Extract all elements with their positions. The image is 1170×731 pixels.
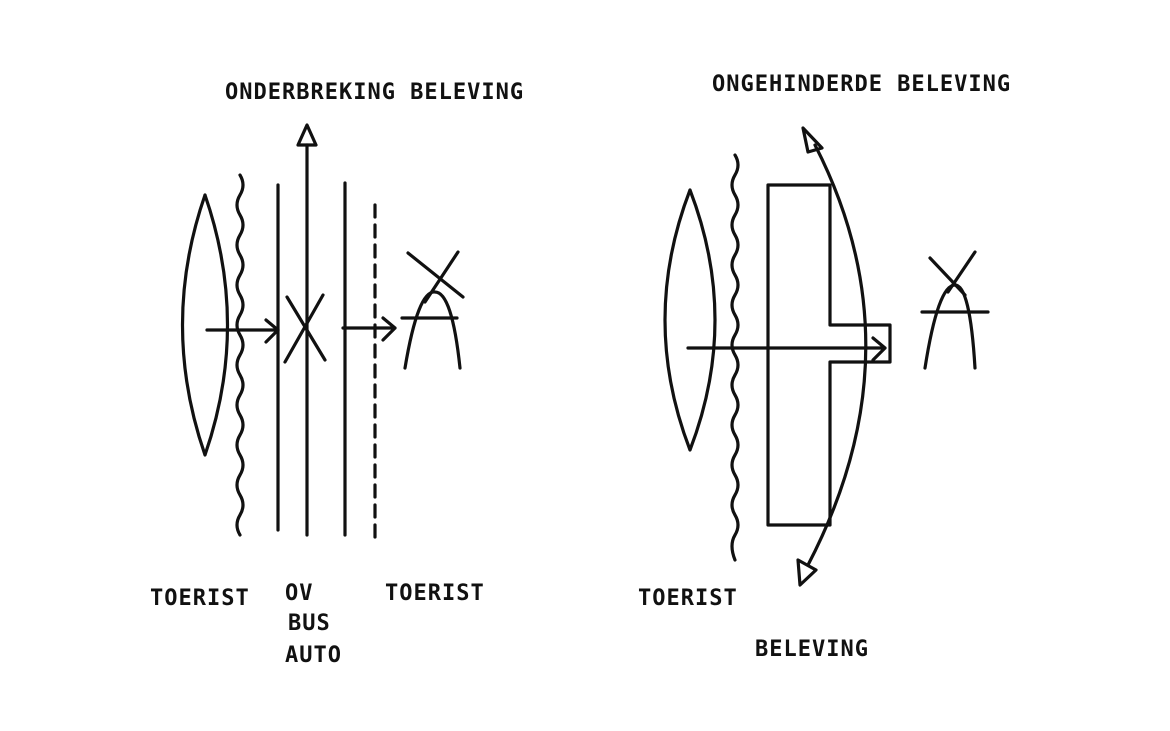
label-ov: OV — [285, 581, 314, 606]
arrowhead-down-icon — [796, 558, 818, 587]
left-diagram: ONDERBREKING BELEVING TOERIST OV BUS AUT… — [150, 80, 524, 668]
label-tourist: TOERIST — [638, 586, 738, 611]
label-beleving: BELEVING — [755, 637, 869, 662]
tunnel-structure — [766, 183, 892, 527]
label-tourist-left: TOERIST — [150, 586, 250, 611]
windmill-icon — [400, 250, 465, 370]
left-title: ONDERBREKING BELEVING — [225, 80, 524, 105]
label-tourist-right: TOERIST — [385, 581, 485, 606]
experience-arc — [806, 143, 868, 567]
arrowhead-up-icon — [801, 126, 824, 154]
wavy-boundary — [730, 153, 740, 562]
label-bus: BUS — [288, 611, 331, 636]
wavy-boundary — [235, 173, 245, 537]
windmill-icon — [920, 250, 990, 370]
right-title: ONGEHINDERDE BELEVING — [712, 72, 1011, 97]
label-auto: AUTO — [285, 643, 342, 668]
arrowhead-up-icon — [296, 123, 318, 147]
view-arrow — [205, 318, 280, 344]
view-arrow — [341, 316, 397, 342]
tourist-lens — [663, 188, 717, 452]
blocked-x-icon — [283, 293, 327, 364]
view-arrow — [686, 336, 887, 362]
tourist-lens — [180, 193, 230, 457]
right-diagram: ONGEHINDERDE BELEVING TOERIST BELEVING — [638, 72, 1011, 662]
